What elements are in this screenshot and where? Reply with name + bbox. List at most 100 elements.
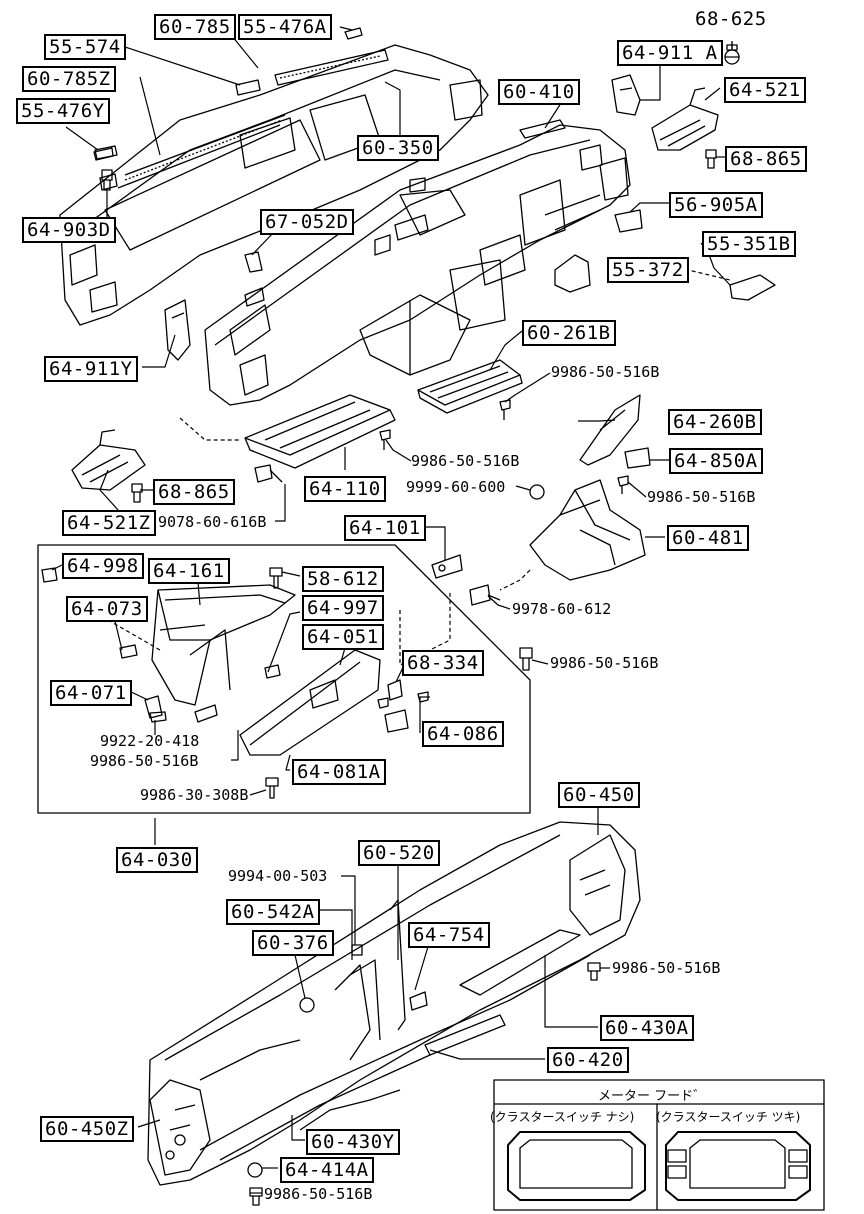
screw-9986-50-516B-b <box>379 429 391 450</box>
latch-68-334 <box>387 679 403 701</box>
part-label-55-574: 55-574 <box>44 34 126 60</box>
part-label-64-754: 64-754 <box>408 922 490 948</box>
part-label-68-865-left: 68-865 <box>153 479 235 505</box>
bolt-9978-60-612 <box>469 584 501 606</box>
screw-9922-20-418 <box>149 711 167 723</box>
part-label-64-030: 64-030 <box>116 847 198 873</box>
part-label-9986-50-516B-d: 9986-50-516B <box>550 654 659 672</box>
screw-9986-50-516B-d <box>519 647 533 671</box>
bracket-64-911A <box>611 74 641 116</box>
part-label-60-430Y: 60-430Y <box>306 1129 400 1155</box>
part-label-55-476Y: 55-476Y <box>16 98 110 124</box>
part-label-60-410: 60-410 <box>498 79 580 105</box>
washer-9999-60-600 <box>529 484 545 500</box>
cover-60-261B <box>417 359 523 414</box>
lock-64-081A <box>377 697 409 733</box>
part-label-64-850A: 64-850A <box>669 448 763 474</box>
part-label-9986-50-516B-e: 9986-50-516B <box>90 752 199 770</box>
part-label-68-625: 68-625 <box>695 8 767 30</box>
clip-55-476Y <box>93 147 114 191</box>
part-label-64-073: 64-073 <box>66 596 148 622</box>
screw-9986-50-516B-g <box>249 1187 263 1206</box>
clip-67-052D <box>244 251 263 273</box>
part-label-9986-50-516B-f: 9986-50-516B <box>612 959 721 977</box>
part-label-60-430A: 60-430A <box>600 1015 694 1041</box>
part-label-64-071: 64-071 <box>50 680 132 706</box>
part-label-56-905A: 56-905A <box>669 192 763 218</box>
panel-64-260B <box>579 394 641 466</box>
bracket-64-911Y <box>164 299 191 361</box>
part-label-60-520: 60-520 <box>358 840 440 866</box>
under-cover-64-110 <box>244 394 396 469</box>
part-label-64-997: 64-997 <box>302 595 384 621</box>
inset-title: メーター フード゛ <box>598 1089 707 1104</box>
clip-64-850A <box>624 447 651 469</box>
glovebox-lid-64-051 <box>239 649 381 756</box>
inset-left-label: (クラスタースイッチ ナシ) <box>490 1110 635 1124</box>
part-label-64-414A: 64-414A <box>280 1157 374 1183</box>
part-label-9999-60-600: 9999-60-600 <box>406 478 506 496</box>
striker-64-086 <box>417 691 429 703</box>
screw-9986-50-516B-c <box>617 475 629 494</box>
glovebox-housing-64-161 <box>151 584 296 706</box>
bolt-68-865-left <box>131 483 143 503</box>
screw-64-997 <box>264 664 281 679</box>
part-label-64-110: 64-110 <box>304 476 386 502</box>
part-label-55-351B: 55-351B <box>702 231 796 257</box>
part-label-9986-50-516B-c: 9986-50-516B <box>647 488 756 506</box>
bracket-64-521Z <box>71 429 146 491</box>
part-label-60-376: 60-376 <box>252 930 334 956</box>
screw-64-073 <box>119 644 138 659</box>
screw-9986-50-516B-e <box>194 704 218 723</box>
pad-55-351B <box>729 274 776 301</box>
part-label-64-911A: 64-911 A <box>617 40 723 66</box>
dashboard-upper-panel <box>59 27 489 326</box>
inset-right-label: (クラスタースイッチ ツキ) <box>656 1110 801 1124</box>
part-label-64-911Y: 64-911Y <box>44 356 138 382</box>
part-label-64-903D: 64-903D <box>22 217 116 243</box>
part-label-58-612: 58-612 <box>302 566 384 592</box>
part-label-9078-60-616B: 9078-60-616B <box>158 513 267 531</box>
part-label-64-051: 64-051 <box>302 624 384 650</box>
bracket-64-521 <box>651 87 719 151</box>
part-label-9994-00-503: 9994-00-503 <box>228 867 328 885</box>
part-label-55-372: 55-372 <box>607 257 689 283</box>
part-label-64-521: 64-521 <box>724 77 806 103</box>
screw-9986-50-516B-f <box>587 962 601 981</box>
part-label-64-081A: 64-081A <box>292 759 386 785</box>
clip-56-905A <box>614 209 643 233</box>
part-label-60-785: 60-785 <box>154 14 236 40</box>
part-label-55-476A: 55-476A <box>238 14 332 40</box>
dashboard-main-frame <box>204 119 631 406</box>
hinge-64-071 <box>144 695 163 719</box>
part-label-60-785Z: 60-785Z <box>22 66 116 92</box>
part-label-68-865-top: 68-865 <box>725 146 807 172</box>
cover-55-372 <box>554 254 591 293</box>
part-label-64-260B: 64-260B <box>668 409 762 435</box>
bracket-64-101 <box>431 554 463 579</box>
bolt-9078-60-616B <box>254 464 283 483</box>
part-label-60-542A: 60-542A <box>226 899 320 925</box>
screw-9986-30-308B <box>265 777 279 799</box>
part-label-67-052D: 67-052D <box>260 209 354 235</box>
screw-64-998 <box>41 567 58 583</box>
part-label-60-350: 60-350 <box>357 135 439 161</box>
part-label-60-450Z: 60-450Z <box>40 1116 134 1142</box>
part-label-9978-60-612: 9978-60-612 <box>512 600 612 618</box>
part-label-64-521Z: 64-521Z <box>62 510 156 536</box>
part-label-60-420: 60-420 <box>547 1047 629 1073</box>
part-label-60-481: 60-481 <box>667 525 749 551</box>
lower-dashboard-assembly <box>147 821 641 1186</box>
part-label-64-998: 64-998 <box>62 553 144 579</box>
part-label-9986-30-308B: 9986-30-308B <box>140 786 249 804</box>
bolt-68-865-top <box>705 149 717 169</box>
nut-64-414A <box>247 1162 263 1178</box>
inset-meter-hood <box>493 1079 825 1211</box>
part-label-64-161: 64-161 <box>148 558 230 584</box>
part-label-9986-50-516B-a: 9986-50-516B <box>551 363 660 381</box>
bolt-58-612 <box>269 567 283 589</box>
part-label-60-261B: 60-261B <box>522 320 616 346</box>
part-label-60-450: 60-450 <box>558 782 640 808</box>
